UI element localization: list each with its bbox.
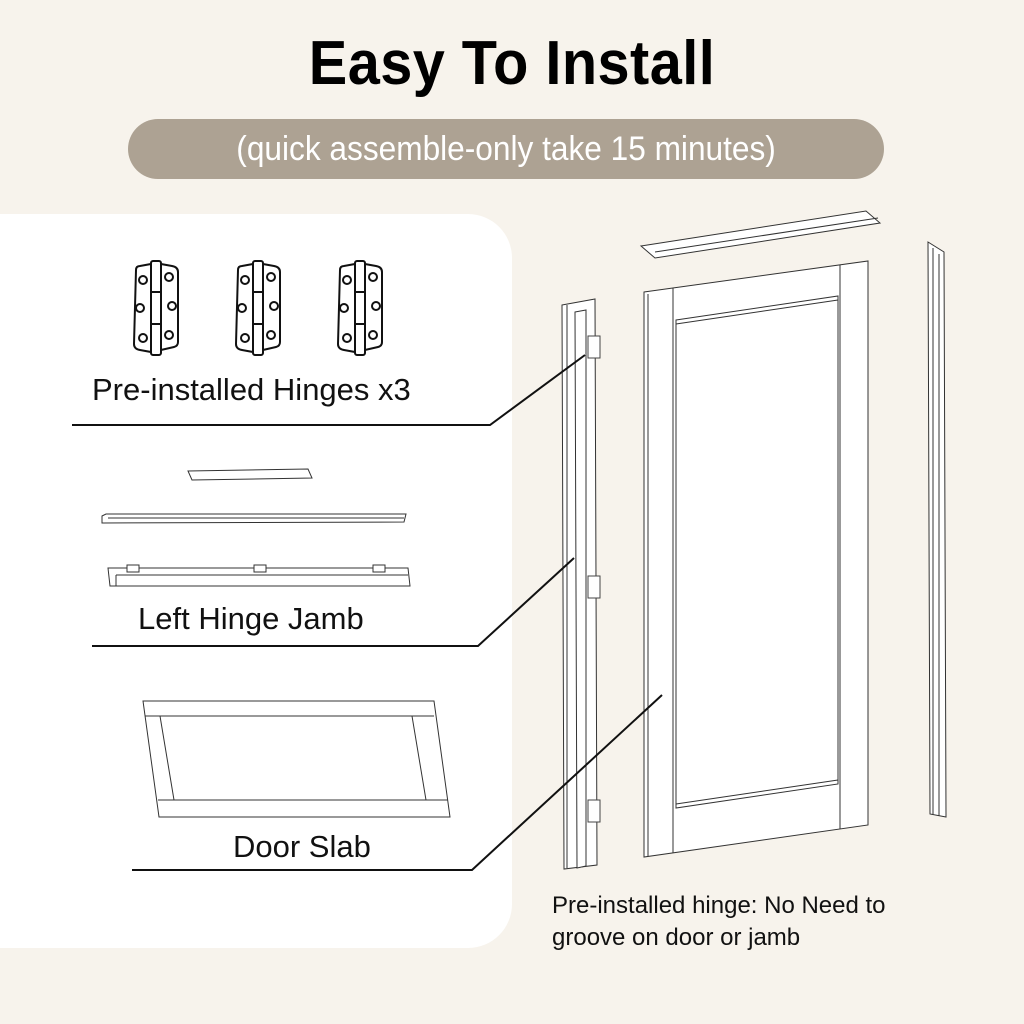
part-label-slab: Door Slab: [233, 829, 371, 864]
part-label-hinges: Pre-installed Hinges x3: [92, 372, 411, 407]
door-slab-standing: [643, 260, 869, 858]
subtitle-text: (quick assemble-only take 15 minutes): [236, 129, 776, 168]
left-hinge-jamb: [561, 298, 601, 870]
hinge-icon: [336, 260, 383, 356]
right-strike-jamb: [927, 241, 947, 818]
caption-line-1: Pre-installed hinge: No Need to: [552, 892, 886, 919]
hinge-caption: Pre-installed hinge: No Need to groove o…: [552, 890, 886, 954]
door-header-piece: [639, 210, 882, 259]
hinge-icon: [132, 260, 179, 356]
caption-line-2: groove on door or jamb: [552, 924, 801, 951]
part-label-jamb: Left Hinge Jamb: [138, 601, 364, 636]
subtitle-pill: (quick assemble-only take 15 minutes): [128, 119, 884, 179]
page-title: Easy To Install: [308, 29, 716, 98]
hinge-icon: [234, 260, 281, 356]
